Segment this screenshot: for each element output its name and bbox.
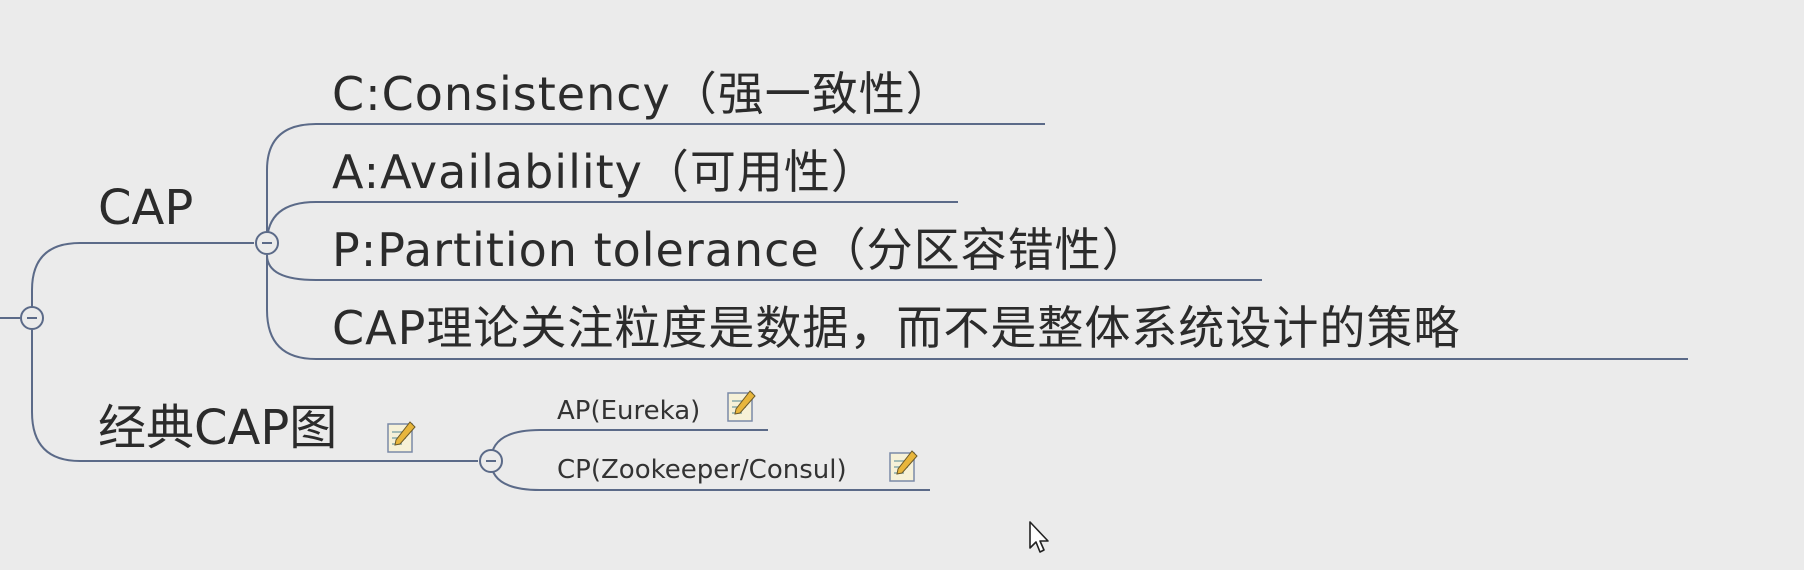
collapse-icon[interactable] [20,306,44,330]
collapse-icon[interactable] [479,449,503,473]
topic-cap-theory-note[interactable]: CAP理论关注粒度是数据，而不是整体系统设计的策略 [332,301,1461,355]
classic-branch-line [31,330,478,462]
cap-branch-line [31,242,254,318]
consistency-line [266,123,1045,243]
note-icon[interactable] [726,389,756,423]
note-icon[interactable] [386,420,416,454]
topic-availability[interactable]: A:Availability（可用性） [332,145,878,199]
note-icon[interactable] [888,449,918,483]
mouse-cursor-icon [1029,521,1049,553]
collapse-icon[interactable] [255,231,279,255]
topic-partition-tolerance[interactable]: P:Partition tolerance（分区容错性） [332,223,1149,277]
topic-cp-zookeeper-consul[interactable]: CP(Zookeeper/Consul) [557,455,847,485]
topic-ap-eureka[interactable]: AP(Eureka) [557,396,701,426]
topic-cap[interactable]: CAP [98,180,194,236]
topic-classic-cap-diagram[interactable]: 经典CAP图 [98,400,338,456]
topic-consistency[interactable]: C:Consistency（强一致性） [332,67,953,121]
cap-theory-line [266,255,1688,360]
